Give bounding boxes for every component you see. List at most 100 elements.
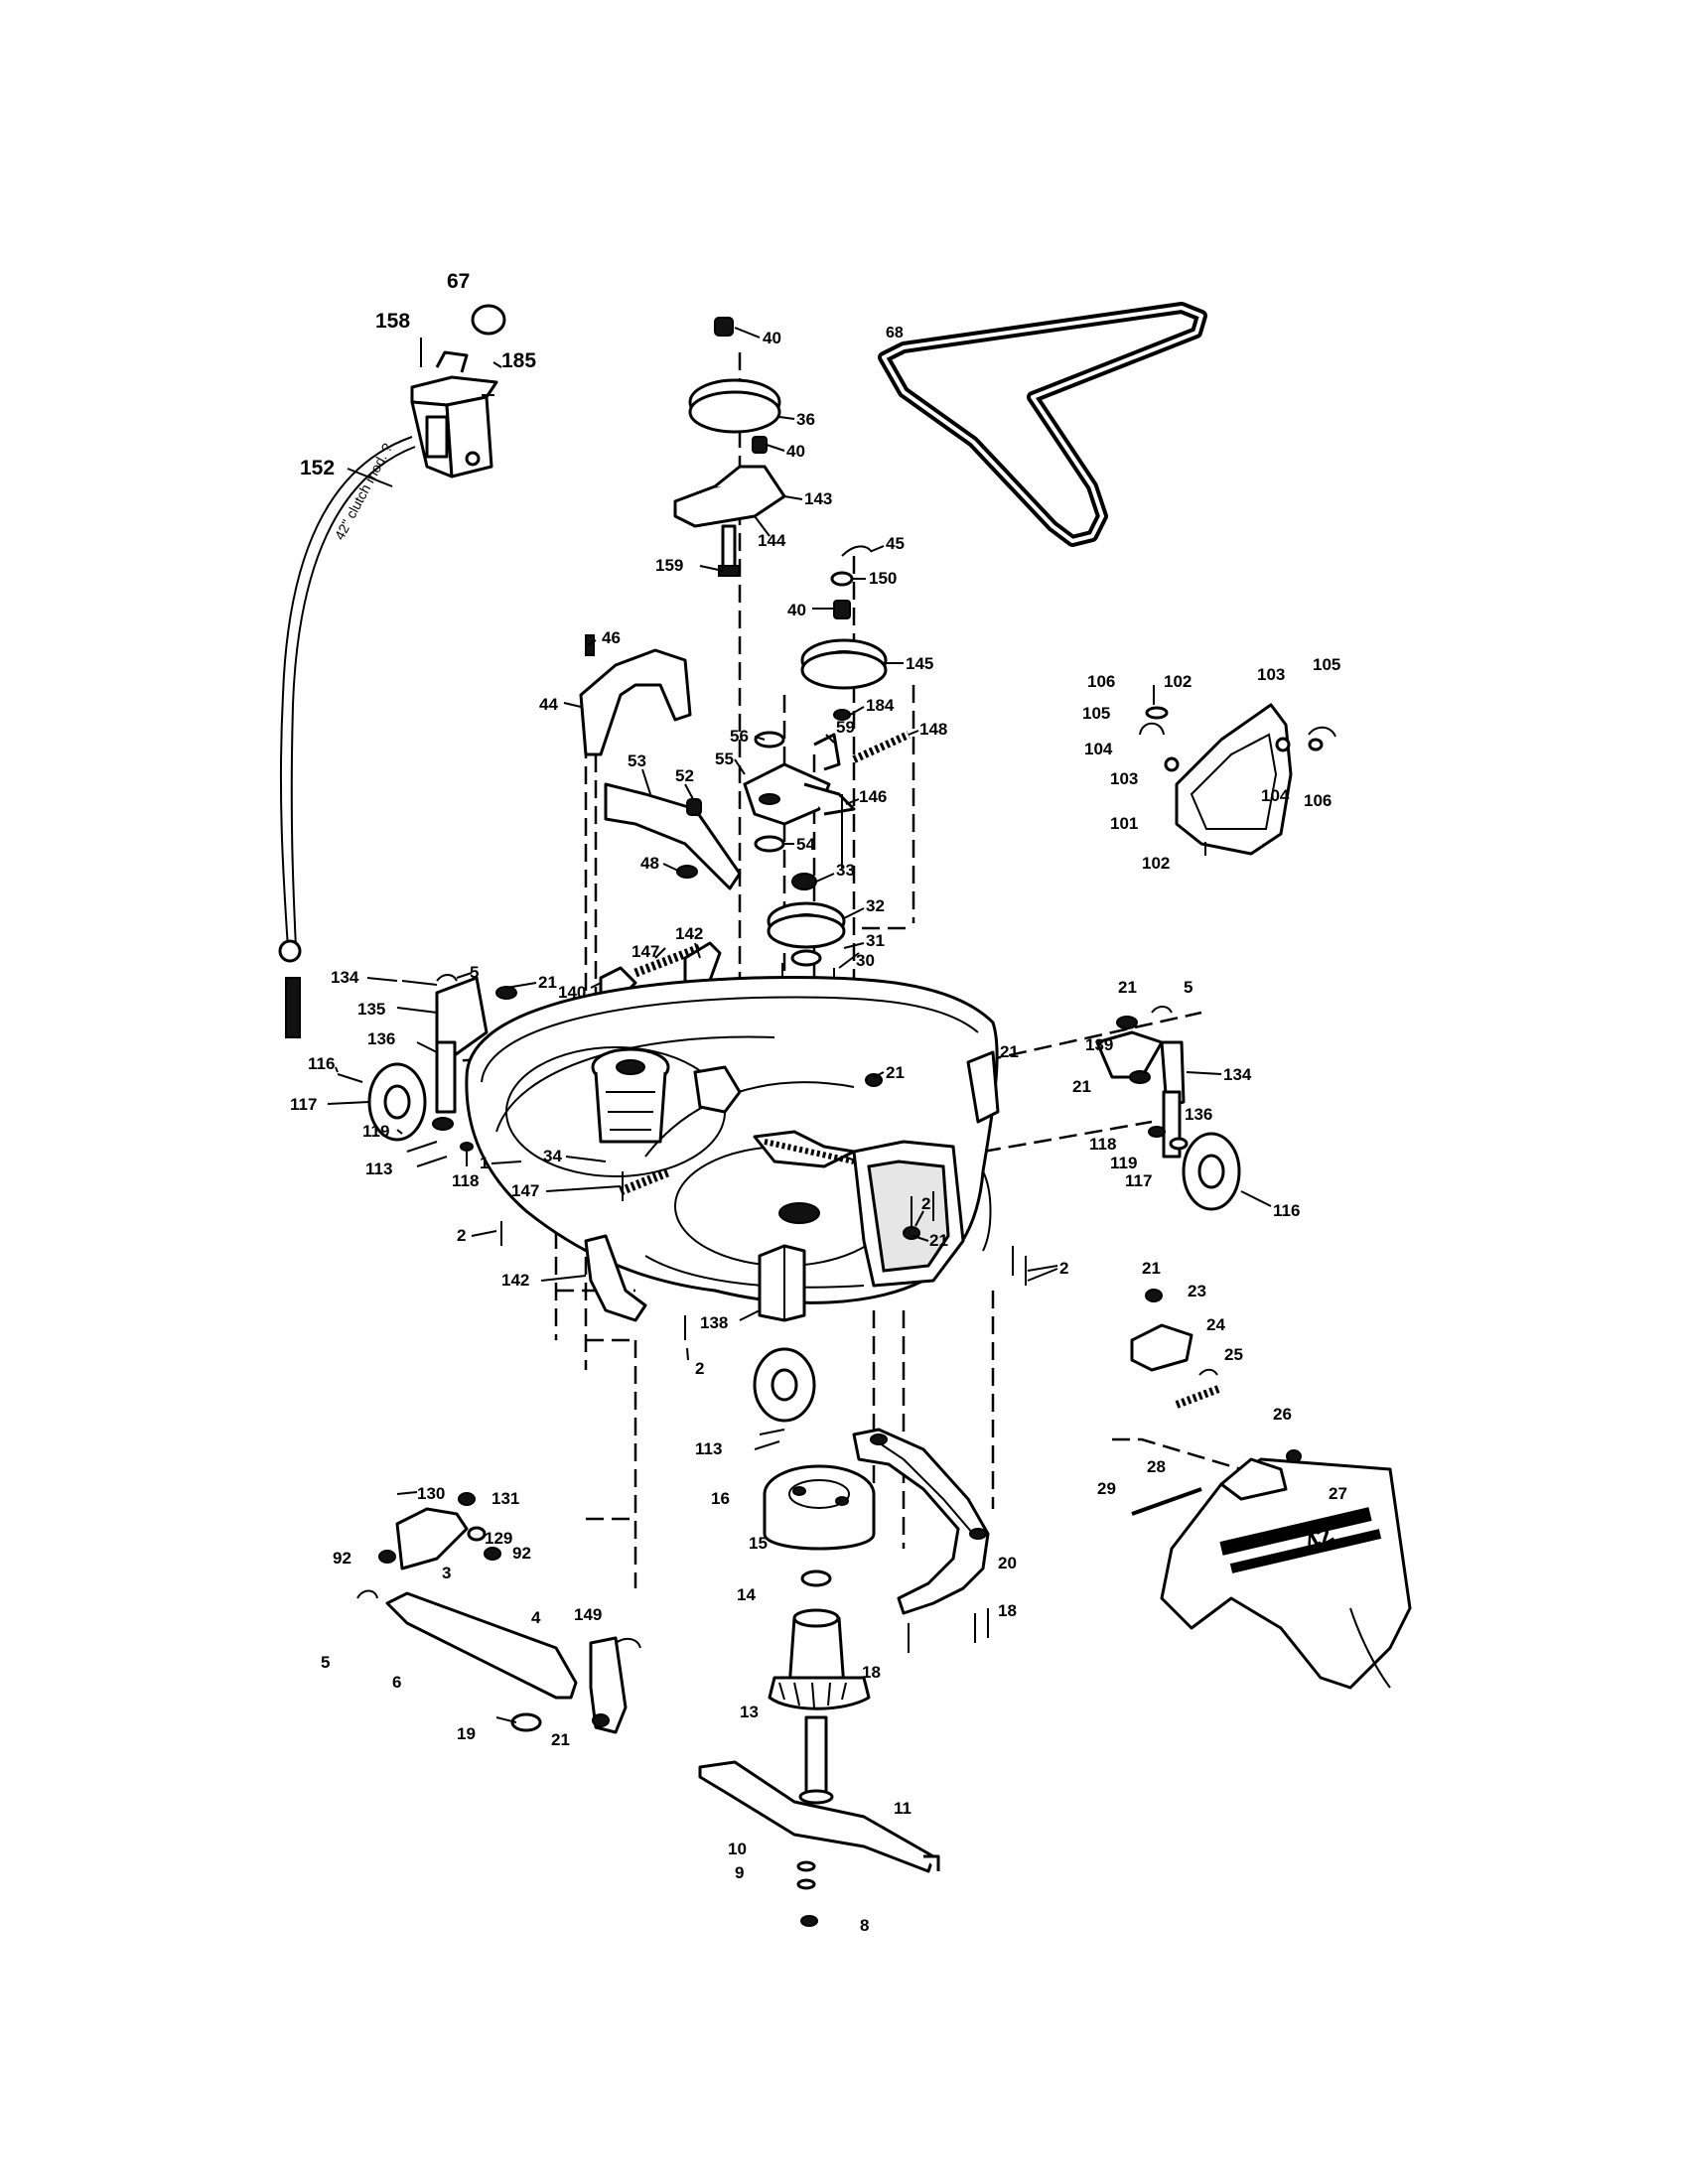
callout-52: 52 [675,766,694,785]
callout-10: 10 [728,1840,747,1858]
callout-40: 40 [763,329,781,347]
callout-21: 21 [929,1231,948,1250]
callout-147: 147 [632,942,659,961]
callout-14: 14 [737,1585,756,1604]
callout-158: 158 [375,310,410,333]
lift-link-assembly [356,1491,641,1734]
callout-2: 2 [457,1226,466,1245]
callout-21: 21 [1142,1259,1161,1278]
callout-3: 3 [442,1564,451,1582]
deflector-bracket [1130,1289,1223,1409]
callout-150: 150 [869,569,897,588]
callout-5: 5 [1184,978,1193,997]
discharge-chute: 42 [1131,1449,1412,1690]
callout-24: 24 [1206,1315,1225,1334]
callout-5: 5 [470,963,479,982]
callout-46: 46 [602,628,621,647]
callout-113: 113 [365,1160,392,1178]
callout-32: 32 [866,896,885,915]
drive-belt [878,302,1207,547]
callout-21: 21 [551,1730,570,1749]
callout-104: 104 [1261,786,1290,805]
callout-5: 5 [321,1653,330,1672]
callout-106: 106 [1304,791,1332,810]
callout-142: 142 [501,1271,529,1290]
leader-lines [327,327,1058,1361]
callout-144: 144 [758,531,786,550]
callout-92: 92 [333,1549,351,1568]
callout-45: 45 [886,534,905,553]
callout-105: 105 [1082,704,1110,723]
callout-152: 152 [300,457,335,479]
deck-bolts-right [865,1073,1027,1286]
idler-stack [800,545,888,721]
center-pulley-stack [767,873,846,998]
right-wheel-assembly [1095,1006,1272,1211]
callout-1: 1 [480,1154,489,1172]
callout-103: 103 [1110,769,1138,788]
callout-40: 40 [786,442,805,461]
callout-labels: 67 158 185 152 40 36 40 143 144 159 45 1… [290,270,1347,1935]
callout-119: 119 [362,1122,389,1141]
belt-guard [579,634,692,756]
left-spindle-on-deck [591,1047,856,1168]
callout-20: 20 [998,1554,1017,1572]
callout-23: 23 [1188,1282,1206,1300]
idler-bracket-assembly [673,317,786,577]
callout-134: 134 [331,968,359,987]
callout-55: 55 [715,750,734,768]
lower-spindle-assembly [698,1464,940,1927]
callout-11: 11 [894,1799,912,1818]
callout-54: 54 [796,835,815,854]
callout-136: 136 [367,1029,395,1048]
callout-130: 130 [417,1484,445,1503]
callout-40: 40 [787,601,806,619]
assembly-guide-lines [436,352,1242,1588]
callout-15: 15 [749,1534,768,1553]
callout-68: 68 [886,325,904,341]
callout-106: 106 [1087,672,1115,691]
callout-116: 116 [308,1054,335,1073]
callout-27: 27 [1329,1484,1347,1503]
callout-34: 34 [543,1147,562,1165]
callout-30: 30 [856,951,875,970]
callout-185: 185 [501,349,536,372]
callout-142: 142 [675,924,703,943]
callout-138: 138 [700,1313,728,1332]
idler-arm [743,731,911,869]
callout-21: 21 [538,973,557,992]
callout-28: 28 [1147,1457,1166,1476]
callout-149: 149 [574,1605,602,1624]
callout-2: 2 [1059,1259,1068,1278]
callout-117: 117 [1125,1171,1152,1190]
callout-118: 118 [1089,1135,1116,1154]
callout-67: 67 [447,270,470,293]
callout-21: 21 [1000,1042,1019,1061]
callout-104: 104 [1084,740,1113,758]
callout-129: 129 [485,1529,512,1548]
callout-9: 9 [735,1863,744,1882]
clutch-bracket [410,304,506,478]
callout-31: 31 [866,931,885,950]
callout-33: 33 [836,861,855,880]
callout-131: 131 [491,1489,519,1508]
callout-102: 102 [1164,672,1192,691]
callout-18: 18 [862,1663,881,1682]
callout-113: 113 [695,1439,722,1458]
callout-119: 119 [1110,1154,1137,1172]
callout-92: 92 [512,1544,531,1563]
knob-67 [471,304,506,336]
callout-59: 59 [836,718,855,737]
callout-135: 135 [357,1000,385,1019]
callout-26: 26 [1273,1405,1292,1424]
callout-13: 13 [740,1703,759,1721]
callout-2: 2 [921,1194,930,1213]
brake-arm [604,782,742,890]
callout-44: 44 [539,695,558,714]
front-wheel-assembly [684,1244,816,1450]
callout-117: 117 [290,1095,317,1114]
callout-159: 159 [655,556,683,575]
callout-19: 19 [457,1724,476,1743]
callout-134: 134 [1223,1065,1252,1084]
